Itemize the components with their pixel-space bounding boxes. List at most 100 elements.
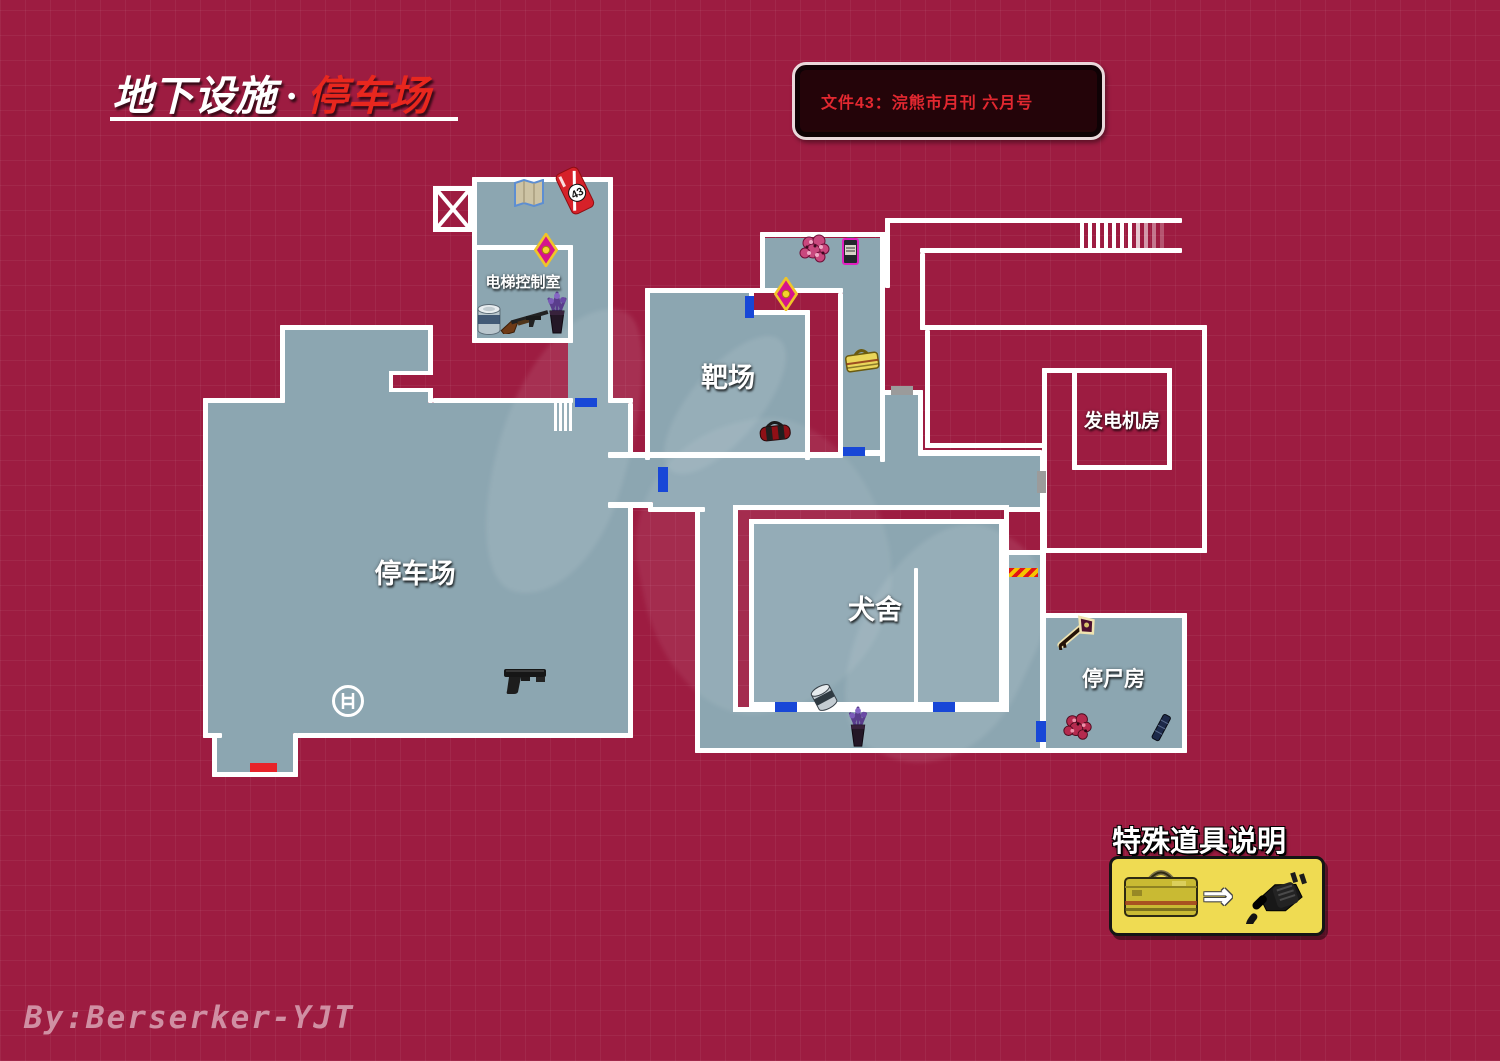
elevator-shaft-icon (433, 186, 473, 232)
legend-heading: 特殊道具说明 (1112, 826, 1287, 858)
door-marker-blue (575, 398, 597, 407)
door-marker-gray (891, 386, 913, 395)
kennel-inner-room (749, 519, 1004, 707)
room-label-kennel: 犬舍 (848, 595, 902, 625)
file-banner: 文件43：浣熊市月刊 六月号 (792, 62, 1105, 140)
wall (212, 733, 217, 777)
room-label-parking: 停车场 (374, 559, 456, 589)
room-label-elevator-control: 电梯控制室 (485, 274, 561, 291)
small-pistol-icon (525, 314, 543, 328)
title-highlight: 停车场 (306, 73, 430, 119)
door-marker-blue (658, 467, 668, 492)
floor-elevator-corridor (568, 247, 608, 403)
purple-plant-icon (543, 291, 571, 335)
floor-north-stub-corridor (885, 395, 918, 462)
wall (695, 748, 1047, 753)
floor-kennel-bottom-corridor (700, 712, 1042, 748)
legend-box: ⇒ (1109, 856, 1325, 936)
wall (1040, 455, 1046, 753)
door-marker-red (250, 763, 277, 772)
svg-text:43: 43 (569, 186, 585, 202)
wall (920, 325, 1207, 330)
floor-kennel-right-corridor (1008, 553, 1042, 748)
wall (885, 218, 1182, 223)
pink-herb-icon (797, 233, 833, 265)
power-plug-icon (1234, 864, 1314, 933)
wall (280, 325, 285, 403)
wall (293, 733, 298, 777)
wall (472, 338, 573, 343)
wall (1202, 325, 1207, 553)
door-marker-blue (843, 447, 865, 456)
door-marker-gray (1037, 471, 1046, 493)
wall (914, 568, 918, 707)
battery-icon (841, 236, 860, 266)
wall (433, 398, 573, 403)
wall (880, 232, 885, 462)
wall (749, 288, 843, 293)
wall (1072, 368, 1077, 470)
magazine-clip-icon (1150, 712, 1172, 744)
ammo-bag-icon (757, 418, 793, 444)
wall (925, 330, 930, 448)
wall (608, 177, 613, 403)
wall (608, 398, 633, 403)
wall (628, 502, 633, 738)
room-label-shooting-range: 靶场 (701, 363, 755, 393)
file-43-icon: 43 (549, 166, 599, 216)
title-underline (110, 117, 458, 121)
wall (645, 288, 650, 460)
door-marker-blue (1036, 721, 1046, 742)
wall (472, 177, 477, 343)
wall (608, 502, 653, 508)
wall (865, 450, 881, 456)
wall (885, 218, 890, 288)
wall (838, 293, 843, 455)
wall (920, 253, 925, 330)
door-marker-blue (775, 702, 797, 712)
wall (760, 232, 765, 293)
file-banner-text: 文件43：浣熊市月刊 六月号 (821, 95, 1034, 112)
title-separator: · (276, 73, 307, 119)
barrel-icon (808, 680, 842, 714)
wall (1042, 368, 1047, 553)
key-item-diamond-icon (533, 231, 559, 269)
parking-notch (389, 371, 433, 392)
floor-parking-main (208, 403, 628, 733)
floor-kennel-top-corridor (653, 455, 1042, 507)
wall (760, 232, 890, 237)
wall (608, 452, 648, 458)
room-label-morgue: 停尸房 (1082, 668, 1145, 691)
ladder-hatch-icon (331, 684, 365, 718)
wall (1072, 465, 1172, 470)
wall (1167, 368, 1172, 470)
wall (1040, 613, 1187, 618)
wall (212, 772, 298, 777)
toolbox-icon (843, 346, 881, 374)
handgun-icon (501, 662, 549, 696)
arrow-icon: ⇒ (1202, 875, 1234, 916)
wall (203, 398, 208, 738)
wall (1008, 550, 1045, 555)
map-document-icon (513, 178, 545, 208)
wall (1040, 748, 1187, 753)
wall (918, 390, 923, 455)
floor-parking-east-passage (613, 458, 653, 502)
wall (645, 452, 843, 458)
wall (1042, 368, 1172, 373)
wall (280, 325, 433, 330)
wall (920, 248, 1182, 253)
hazard-barricade-icon (1009, 568, 1038, 577)
wall (925, 443, 1045, 448)
wall (297, 733, 633, 738)
canister-icon (476, 303, 502, 337)
title-prefix: 地下设施 (112, 73, 276, 119)
red-herb-icon (1061, 710, 1095, 744)
author-credit: By:Berserker-YJT (24, 1000, 355, 1036)
toolbox-large-icon (1120, 865, 1202, 928)
wall (472, 245, 573, 250)
purple-plant-icon (844, 706, 872, 748)
wall (695, 507, 700, 753)
wall (805, 310, 810, 460)
door-marker-blue (933, 702, 955, 712)
